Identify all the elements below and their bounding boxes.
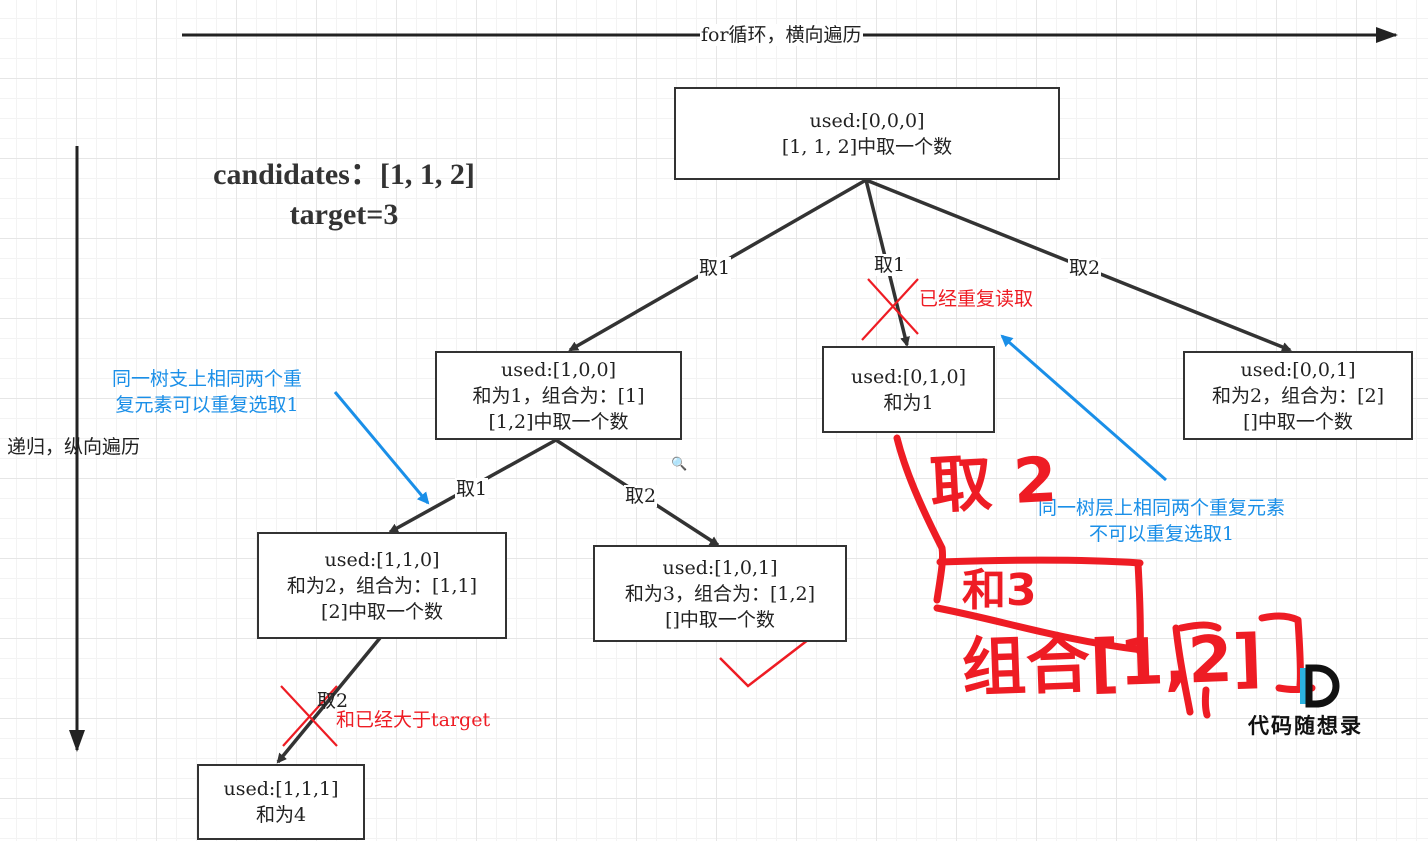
node-n3-sum: 和为2，组合为：[2] xyxy=(1211,384,1384,407)
node-n1-sum: 和为1，组合为：[1] xyxy=(472,384,645,407)
layer-note: 同一树层上相同两个重复元素 不可以重复选取1 xyxy=(1038,495,1285,547)
branch-note: 同一树支上相同两个重 复元素可以重复选取1 xyxy=(112,366,302,418)
handwritten-combo: 组合[1,2] xyxy=(960,621,1264,707)
node-n4-sum: 和为2，组合为：[1,1] xyxy=(286,574,478,597)
node-n6: used:[1,1,1] 和为4 xyxy=(197,764,365,840)
branch-note-line1: 同一树支上相同两个重 xyxy=(112,368,303,390)
edge-label-root-n1: 取1 xyxy=(698,257,732,279)
node-root-desc: [1, 1, 2]中取一个数 xyxy=(781,135,953,158)
dup-cross-mark xyxy=(861,278,919,341)
edge-label-root-n2: 取1 xyxy=(873,254,907,276)
node-n1-used: used:[1,0,0] xyxy=(501,358,616,381)
node-n4-remaining: [2]中取一个数 xyxy=(321,600,443,623)
handwritten-sum3: 和3 xyxy=(962,565,1037,616)
problem-candidates: candidates：[1, 1, 2] xyxy=(213,158,475,191)
node-n1-remaining: [1,2]中取一个数 xyxy=(488,410,629,433)
node-n5-used: used:[1,0,1] xyxy=(662,556,778,579)
node-n2: used:[0,1,0] 和为1 xyxy=(822,346,995,433)
branch-note-arrow xyxy=(333,391,430,505)
for-loop-label: for循环，横向遍历 xyxy=(700,24,863,46)
success-check-mark xyxy=(719,622,831,688)
recursion-label: 递归，纵向遍历 xyxy=(7,436,141,458)
layer-note-line1: 同一树层上相同两个重复元素 xyxy=(1038,497,1286,519)
brand-logo-icon xyxy=(1300,664,1340,708)
node-n3-used: used:[0,0,1] xyxy=(1240,358,1356,381)
edge-label-n4-n6: 取2 xyxy=(317,690,349,712)
zoom-cursor-icon: 🔍 xyxy=(671,457,688,472)
node-n1: used:[1,0,0] 和为1，组合为：[1] [1,2]中取一个数 xyxy=(435,351,682,440)
node-n3-remaining: []中取一个数 xyxy=(1243,410,1353,433)
node-n2-sum: 和为1 xyxy=(883,391,934,414)
node-n4-used: used:[1,1,0] xyxy=(324,548,440,571)
node-root-used: used:[0,0,0] xyxy=(809,109,925,132)
node-n6-sum: 和为4 xyxy=(255,804,307,826)
node-n5-sum: 和为3，组合为：[1,2] xyxy=(624,582,816,605)
node-n5: used:[1,0,1] 和为3，组合为：[1,2] []中取一个数 xyxy=(593,545,847,642)
exceeds-target-note: 和已经大于target xyxy=(336,709,491,731)
exceed-cross-mark xyxy=(280,685,338,747)
node-n6-used: used:[1,1,1] xyxy=(223,778,339,800)
node-n5-remaining: []中取一个数 xyxy=(665,608,775,631)
edge-label-n1-n4: 取1 xyxy=(455,478,489,500)
edge-label-n1-n5: 取2 xyxy=(624,485,658,507)
node-n3: used:[0,0,1] 和为2，组合为：[2] []中取一个数 xyxy=(1183,351,1413,440)
handwritten-take2: 取 2 xyxy=(928,442,1059,523)
problem-target: target=3 xyxy=(289,198,399,231)
brand-name: 代码随想录 xyxy=(1248,714,1363,738)
node-root: used:[0,0,0] [1, 1, 2]中取一个数 xyxy=(674,87,1060,180)
dup-read-note: 已经重复读取 xyxy=(919,288,1034,310)
edge-label-root-n3: 取2 xyxy=(1068,257,1102,279)
node-n2-used: used:[0,1,0] xyxy=(851,365,966,388)
branch-note-line2: 复元素可以重复选取1 xyxy=(115,394,299,416)
layer-note-line2: 不可以重复选取1 xyxy=(1088,523,1235,545)
node-n4: used:[1,1,0] 和为2，组合为：[1,1] [2]中取一个数 xyxy=(257,532,507,639)
edge-n4-n6 xyxy=(276,636,382,764)
layer-note-arrow xyxy=(1000,334,1167,482)
